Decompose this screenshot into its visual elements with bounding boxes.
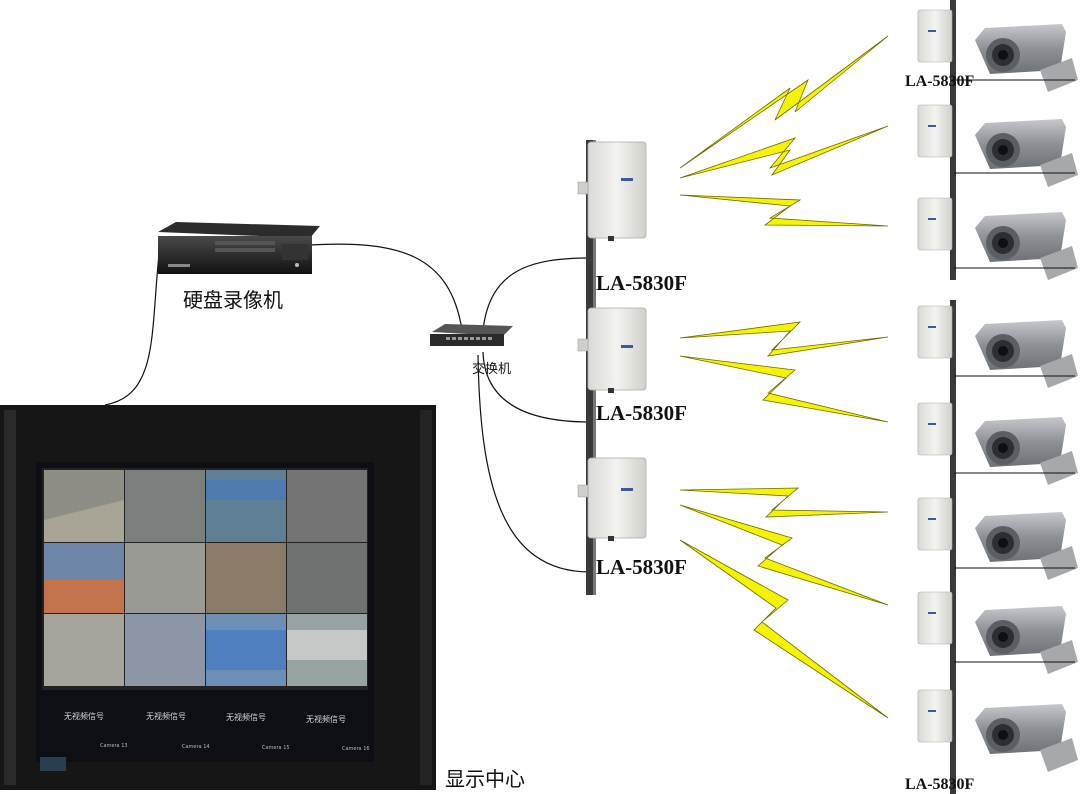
lightning-icon: [679, 194, 889, 227]
camera-icon: [975, 119, 1078, 187]
lightning-icon: [679, 539, 889, 719]
camera-icon: [975, 512, 1078, 580]
remote-station: [917, 9, 1078, 92]
camera-label: Camera 13: [100, 743, 128, 749]
remote-station: [917, 497, 1078, 580]
remote-station: [917, 104, 1078, 187]
lightning-icon: [679, 504, 889, 606]
bridge-top-label: LA-5830F: [596, 271, 687, 295]
cable-dvr-switch: [309, 243, 463, 331]
remote-bottom-label: LA-5830F: [905, 776, 975, 793]
cable-dvr-monitor: [104, 244, 161, 406]
lightning-icon: [679, 35, 889, 169]
no-signal-label: 无视频信号: [226, 712, 266, 722]
no-signal-label: 无视频信号: [64, 711, 104, 721]
no-signal-label: 无视频信号: [146, 711, 186, 721]
camera-labels: Camera 13 Camera 14 Camera 15 Camera 16: [100, 743, 370, 752]
bridge-antenna-mid: [577, 307, 647, 393]
cables: [104, 243, 591, 573]
switch-device: [430, 324, 513, 346]
bridge-bottom-label: LA-5830F: [596, 555, 687, 579]
cable-switch-bridge-mid: [482, 351, 591, 423]
lightning-icon: [679, 355, 889, 423]
camera-icon: [975, 704, 1078, 772]
camera-label: Camera 15: [262, 745, 290, 751]
camera-icon: [975, 24, 1078, 92]
bridge-mid-label: LA-5830F: [596, 401, 687, 425]
camera-icon: [975, 320, 1078, 388]
lightning-icon: [679, 487, 889, 518]
camera-label: Camera 16: [342, 746, 370, 752]
camera-label: Camera 14: [182, 744, 210, 750]
cable-switch-bridge-top: [482, 257, 591, 331]
bridge-antenna-bottom: [577, 457, 647, 541]
dvr-label: 硬盘录像机: [183, 288, 283, 312]
dvr-device: [158, 222, 320, 274]
remote-station: [917, 197, 1078, 280]
camera-icon: [975, 606, 1078, 674]
remote-stations: [917, 9, 1078, 772]
lightning-icon: [679, 321, 889, 357]
camera-icon: [975, 417, 1078, 485]
wireless-links: [679, 35, 889, 719]
remote-station: [917, 305, 1078, 388]
no-signal-labels: 无视频信号 无视频信号 无视频信号 无视频信号: [64, 711, 346, 724]
remote-station: [917, 689, 1078, 772]
remote-station: [917, 591, 1078, 674]
remote-station: [917, 402, 1078, 485]
switch-label: 交换机: [472, 361, 511, 377]
lightning-icon: [679, 125, 889, 179]
bridge-antenna-top: [577, 141, 647, 241]
camera-icon: [975, 212, 1078, 280]
remote-pole: [950, 0, 956, 794]
cable-switch-bridge-bottom: [477, 354, 591, 573]
no-signal-label: 无视频信号: [306, 714, 346, 724]
video-tiles: [44, 470, 367, 686]
display-center-label: 显示中心: [445, 767, 525, 791]
monitor-wall: 无视频信号 无视频信号 无视频信号 无视频信号 Camera 13 Camera…: [0, 405, 436, 790]
remote-top-label: LA-5830F: [905, 73, 975, 90]
